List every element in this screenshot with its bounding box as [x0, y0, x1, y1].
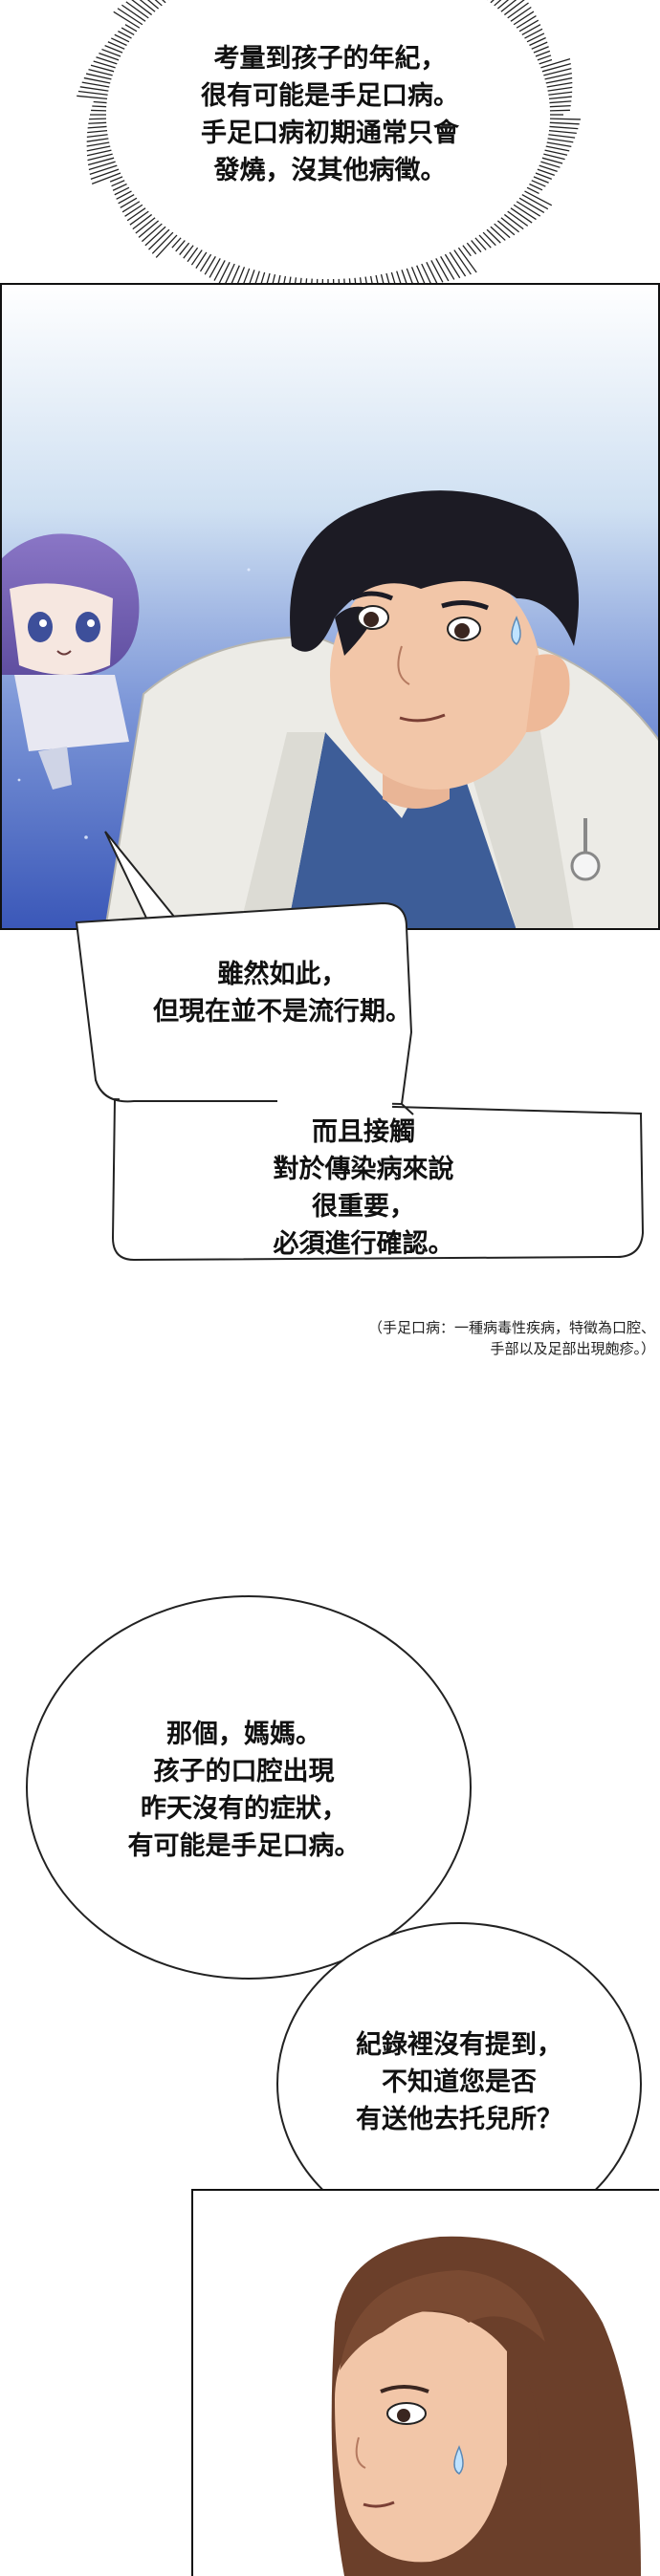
bubble-round-text-2: 紀錄裡沒有提到， 不知道您是否 有送他去托兒所？ [356, 2030, 562, 2135]
bubble-doctor-text-2: 而且接觸 對於傳染病來說 很重要， 必須進行確認。 [273, 1117, 454, 1260]
panel-doctor [0, 283, 660, 930]
spiky-bubble-shape [77, 0, 581, 306]
bubble-round-text-1: 那個，媽媽。 孩子的口腔出現 昨天沒有的症狀， 有可能是手足口病。 [127, 1720, 361, 1862]
doctor-illustration [0, 283, 660, 930]
rect-bubbles-shape [75, 831, 645, 1262]
bubble-top-text: 考量到孩子的年紀， 很有可能是手足口病。 手足口病初期通常只會 發燒，沒其他病徵… [201, 44, 459, 186]
speech-bubble-rect-1 [0, 822, 660, 1300]
round-bubbles-shape [26, 1595, 642, 2245]
footnote: （手足口病：一種病毒性疾病，特徵為口腔、 手部以及足部出現皰疹。） [367, 1319, 655, 1357]
mother-illustration [191, 2189, 660, 2576]
chibi-figure [0, 533, 140, 790]
panel-mother [191, 2189, 660, 2576]
round-bubbles [0, 1577, 660, 2265]
bubble-doctor-text-1: 雖然如此， 但現在並不是流行期。 [153, 960, 411, 1028]
spiky-speech-bubble [0, 0, 660, 306]
